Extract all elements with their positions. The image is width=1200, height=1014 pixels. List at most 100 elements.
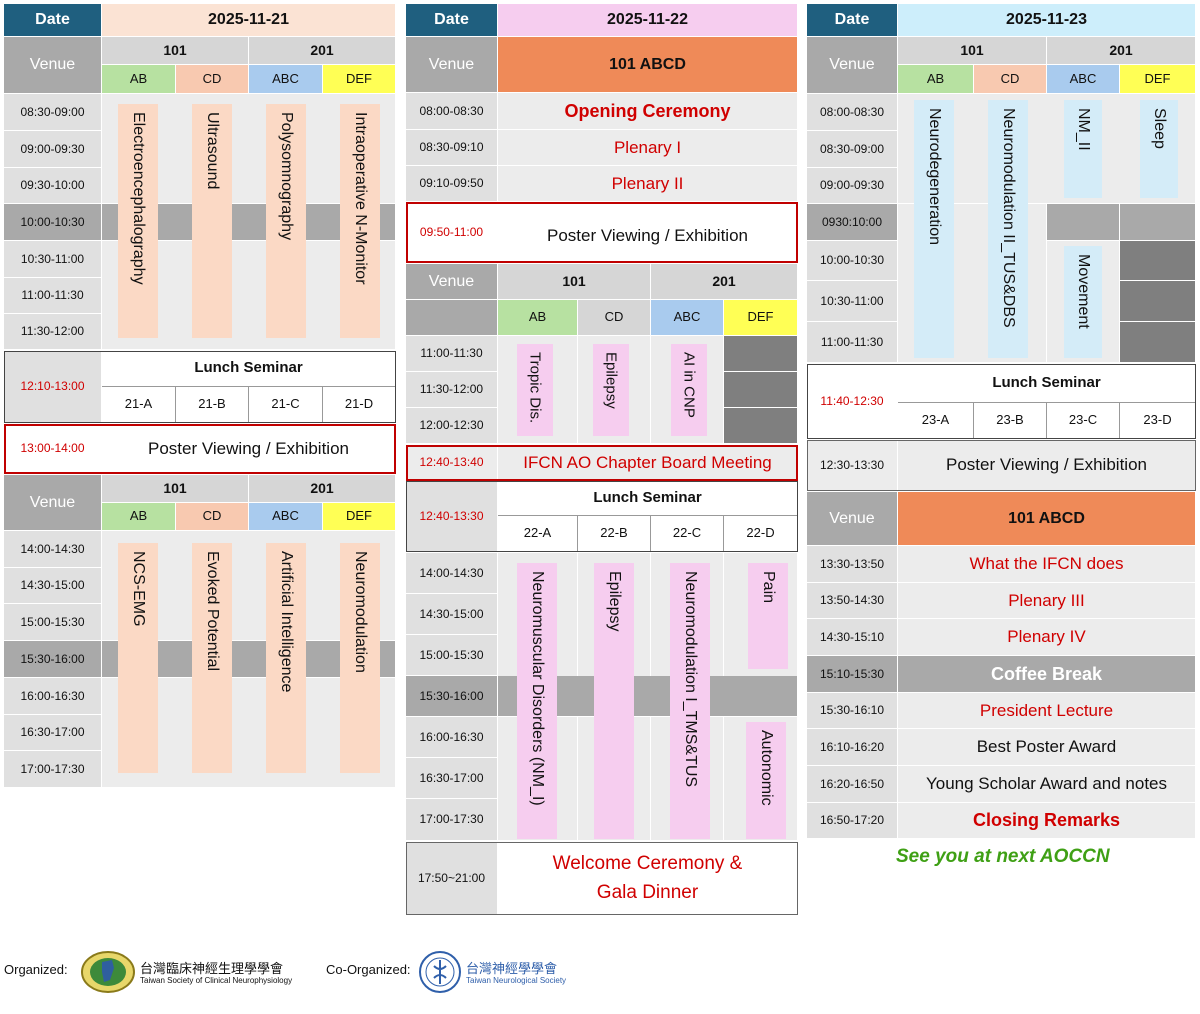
day1-lunch-time: 12:10-13:00 (4, 351, 102, 423)
day2-session-box: Pain (748, 563, 788, 669)
day3-lunch-code: 23-B (974, 403, 1047, 439)
day1-session-box: Evoked Potential (192, 543, 232, 773)
day1-sub-def: DEF (323, 65, 396, 94)
day2-poster-time: 09:50-11:00 (406, 202, 498, 263)
day2-session-box: Neuromodulation I_TMS&TUS (670, 563, 710, 839)
day3-am-closed (1120, 241, 1196, 281)
day1-am-time-row: 11:00-11:30 (4, 278, 102, 314)
day1-pm-time-row: 16:30-17:00 (4, 715, 102, 751)
day2-sub-abc: ABC (651, 300, 724, 336)
organizer-name-cn: 台灣臨床神經生理學學會 (140, 961, 284, 976)
day1-pm-time-row: 17:00-17:30 (4, 751, 102, 788)
day2-top-time-row: 09:10-09:50 (406, 166, 498, 202)
day1-session-box: NCS-EMG (118, 543, 158, 773)
day3-session-box: Neurodegeneration (914, 100, 954, 358)
day1-am-time-row: 09:30-10:00 (4, 168, 102, 204)
day3-pm-time-row: 16:50-17:20 (807, 803, 898, 839)
day2-mid-time-row: 12:00-12:30 (406, 408, 498, 444)
day3-pm-event: Plenary III (898, 583, 1196, 619)
day1-session-box: Intraoperative N-Monitor (340, 104, 380, 338)
day2-gala-border (406, 842, 798, 915)
day1-pm-time-row: 14:30-15:00 (4, 568, 102, 604)
day3-pm-event: Closing Remarks (898, 803, 1196, 839)
day3-pm-time-row: 16:20-16:50 (807, 766, 898, 803)
day1-sub-ab-pm: AB (102, 503, 176, 531)
day3-am-time-row: 0930:10:00 (807, 204, 898, 241)
day3-hall: 101 ABCD (898, 492, 1196, 546)
day1-room-201-pm: 201 (249, 475, 396, 503)
day1-poster-label: Poster Viewing / Exhibition (102, 424, 396, 474)
day2-sub-ab: AB (498, 300, 578, 336)
day1-sub-def-pm: DEF (323, 503, 396, 531)
day3-lunch-code: 23-A (898, 403, 974, 439)
day2-pm-time-row: 14:00-14:30 (406, 553, 498, 594)
day2-sub-def: DEF (724, 300, 798, 336)
day3-am-time-row: 10:00-10:30 (807, 241, 898, 281)
day3-lunch-time: 11:40-12:30 (807, 364, 898, 439)
day1-room-101-pm: 101 (102, 475, 249, 503)
day3-pm-event: Coffee Break (898, 656, 1196, 693)
day2-mid-closed (724, 372, 798, 408)
day1-lunch-border (4, 351, 396, 423)
day1-date: 2025-11-21 (102, 4, 396, 37)
day3-lunch-label: Lunch Seminar (898, 364, 1196, 403)
day3-session-box: Movement (1064, 246, 1102, 358)
day1-sub-abc: ABC (249, 65, 323, 94)
day3-am-time-row: 10:30-11:00 (807, 281, 898, 322)
day1-date-label: Date (4, 4, 102, 37)
day3-lunch-border (807, 364, 1196, 439)
day2-top-event: Opening Ceremony (498, 93, 798, 130)
day2-gala-time: 17:50~21:00 (406, 842, 498, 915)
day3-sub-cd: CD (974, 65, 1047, 94)
day3-am-break (1120, 204, 1196, 241)
day2-poster-label: Poster Viewing / Exhibition (498, 202, 798, 263)
day2-date: 2025-11-22 (498, 4, 798, 37)
day3-pm-event: Young Scholar Award and notes (898, 766, 1196, 803)
day2-top-time-row: 08:30-09:10 (406, 130, 498, 166)
day1-pm-time-row: 15:30-16:00 (4, 641, 102, 678)
day2-gala-line1: Welcome Ceremony & (552, 852, 743, 874)
day2-session-box: Neuromuscular Disorders (NM_I) (517, 563, 557, 839)
day3-pm-event: What the IFCN does (898, 546, 1196, 583)
day2-pm-time-row: 16:00-16:30 (406, 717, 498, 758)
day3-poster-frame (807, 440, 1196, 491)
day3-room-101: 101 (898, 37, 1047, 65)
day3-sub-ab: AB (898, 65, 974, 94)
day2-pm-time-row: 15:30-16:00 (406, 676, 498, 717)
day3-pm-time-row: 14:30-15:10 (807, 619, 898, 656)
day3-venue-label-pm: Venue (807, 492, 898, 546)
day2-ifcn-label: IFCN AO Chapter Board Meeting (498, 445, 798, 481)
day3-pm-time-row: 15:10-15:30 (807, 656, 898, 693)
day2-session-box: Epilepsy (593, 344, 629, 436)
day1-sub-abc-pm: ABC (249, 503, 323, 531)
day2-session-box: AI in CNP (671, 344, 707, 436)
day1-am-time-row: 10:30-11:00 (4, 241, 102, 278)
day3-am-closed (1120, 281, 1196, 322)
day3-am-closed (1120, 322, 1196, 363)
day3-pm-time-row: 13:30-13:50 (807, 546, 898, 583)
day1-lunch-code: 21-C (249, 387, 323, 423)
day2-mid-closed (724, 408, 798, 444)
day1-session-box: Artificial Intelligence (266, 543, 306, 773)
day2-pm-time-row: 15:00-15:30 (406, 635, 498, 676)
day3-pm-event: President Lecture (898, 693, 1196, 729)
day1-sub-ab: AB (102, 65, 176, 94)
day3-am-time-row: 08:30-09:00 (807, 131, 898, 168)
day2-sub-cd: CD (578, 300, 651, 336)
day2-lunch-label: Lunch Seminar (498, 481, 798, 516)
day2-top-event: Plenary I (498, 130, 798, 166)
day2-lunch-code: 22-A (498, 516, 578, 552)
day2-session-box: Epilepsy (594, 563, 634, 839)
day1-pm-time-row: 14:00-14:30 (4, 531, 102, 568)
day2-session-box: Tropic Dis. (517, 344, 553, 436)
organizer-logo (80, 950, 136, 994)
day3-lunch-code: 23-D (1120, 403, 1196, 439)
day3-session-box: NM_II (1064, 100, 1102, 198)
day2-lunch-border (406, 481, 798, 552)
day2-venue-blank (406, 300, 498, 336)
day3-am-time-row: 11:00-11:30 (807, 322, 898, 363)
day1-am-time-row: 10:00-10:30 (4, 204, 102, 241)
day3-pm-time-row: 13:50-14:30 (807, 583, 898, 619)
day2-top-time-row: 08:00-08:30 (406, 93, 498, 130)
day2-ifcn-time: 12:40-13:40 (406, 445, 498, 481)
